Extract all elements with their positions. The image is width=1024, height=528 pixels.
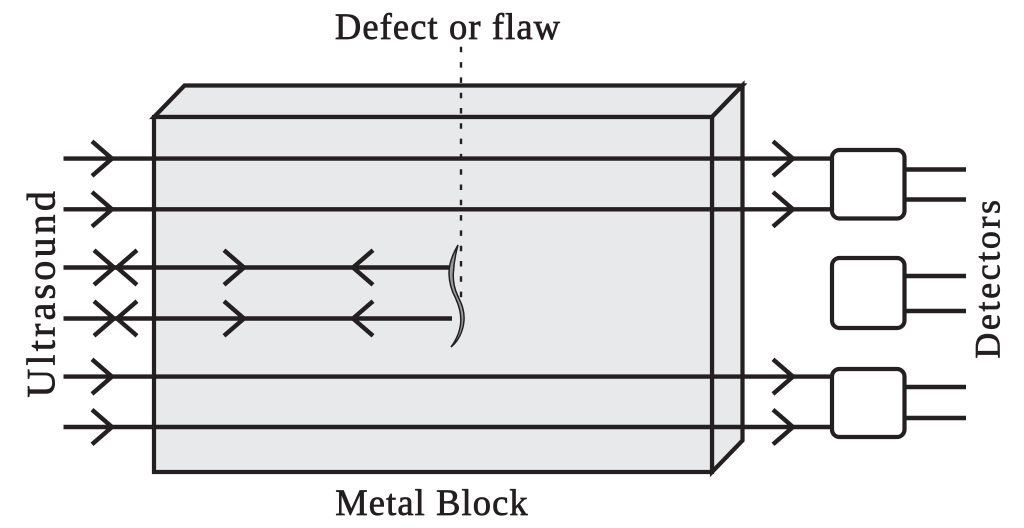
svg-text:Metal Block: Metal Block [335,482,529,523]
svg-text:Defect or flaw: Defect or flaw [335,6,561,47]
svg-text:Detectors: Detectors [968,197,1008,358]
svg-text:Ultrasound: Ultrasound [19,188,64,398]
